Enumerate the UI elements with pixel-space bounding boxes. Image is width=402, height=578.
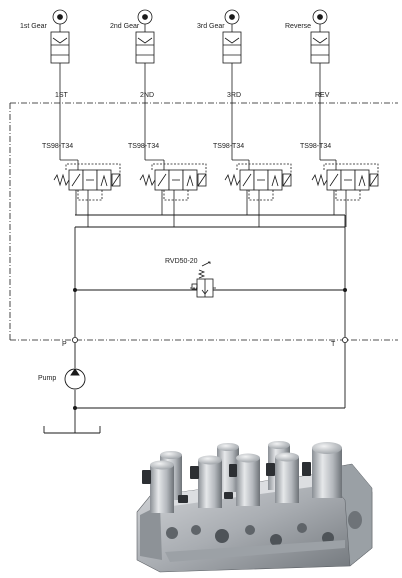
actuator-lines xyxy=(59,63,337,170)
port-label: 1ST xyxy=(55,92,68,99)
solenoid-valve xyxy=(139,163,207,227)
valve-model-label: TS98-T34 xyxy=(300,143,332,150)
gear-actuator xyxy=(310,9,330,64)
solenoid-connectors xyxy=(142,462,311,503)
tank-port-label: T xyxy=(331,341,336,348)
valve-model-label: TS98-T34 xyxy=(42,143,74,150)
solenoid-valve xyxy=(53,163,121,227)
gear-actuator xyxy=(135,9,155,64)
valve-model-label: TS98-T34 xyxy=(128,143,160,150)
solenoid-valves xyxy=(53,163,379,227)
junctions xyxy=(72,287,348,410)
gear-label: 1st Gear xyxy=(20,23,47,30)
gear-label: 2nd Gear xyxy=(110,23,140,30)
port-label: REV xyxy=(315,92,330,99)
pump-symbol xyxy=(64,368,86,390)
solenoid-cylinders xyxy=(150,441,342,513)
valve-model-label: TS98-T34 xyxy=(213,143,245,150)
pump-label: Pump xyxy=(38,375,57,382)
port-label: 2ND xyxy=(140,92,155,99)
gear-label: Reverse xyxy=(285,23,312,30)
solenoid-valve xyxy=(311,163,379,227)
relief-valve-symbol xyxy=(190,261,216,298)
gear-actuator xyxy=(50,9,70,64)
pilot-rails xyxy=(9,102,398,341)
gear-actuators xyxy=(50,9,330,64)
gear-actuator xyxy=(222,9,242,64)
gear-label: 3rd Gear xyxy=(197,23,225,30)
port-label: 3RD xyxy=(227,92,242,99)
relief-valve-label: RVD50-20 xyxy=(165,258,198,265)
pressure-lines xyxy=(43,214,346,434)
pressure-port-label: P xyxy=(62,341,67,348)
solenoid-valve xyxy=(224,163,292,227)
valve-block-photo xyxy=(136,441,373,573)
